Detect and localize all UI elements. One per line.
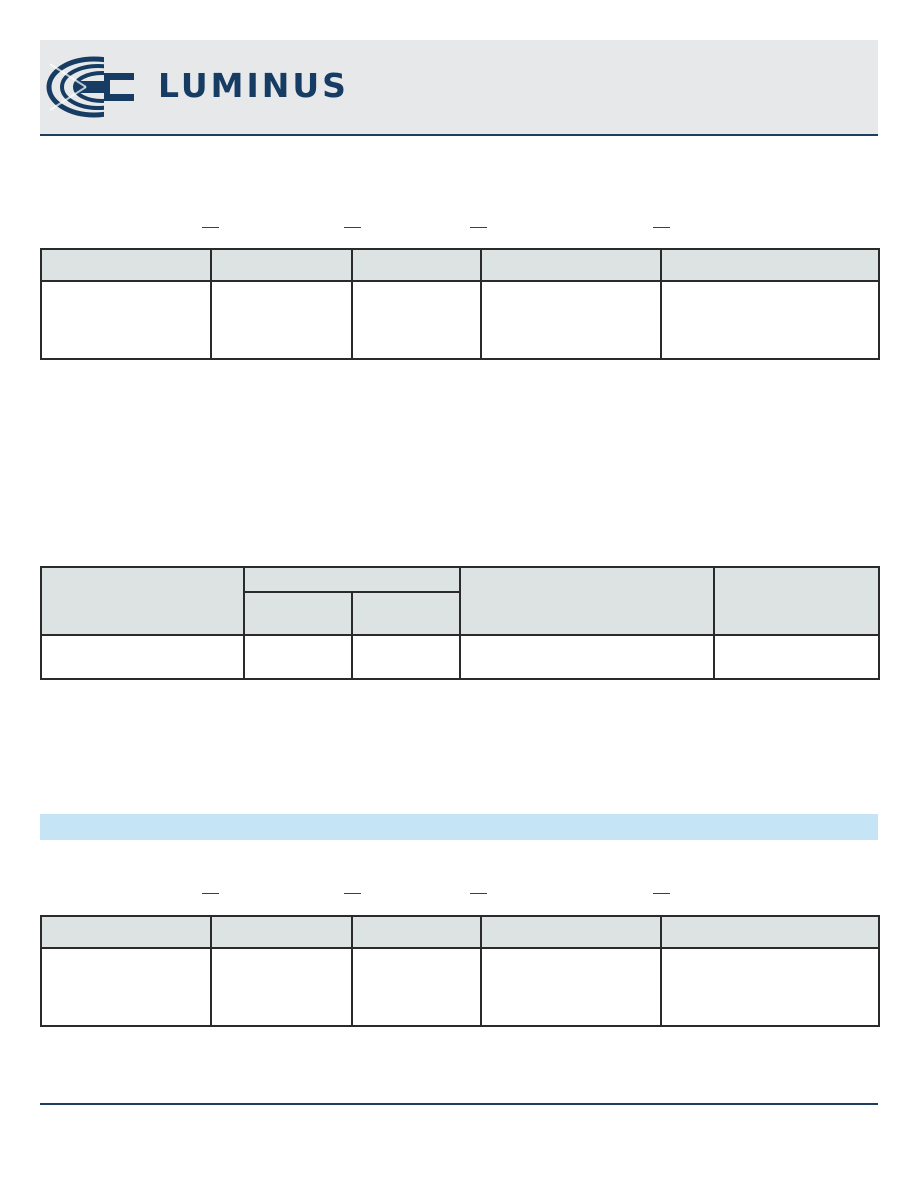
luminus-logo: LUMINUS	[46, 56, 406, 118]
data-cell	[459, 634, 715, 680]
data-cell	[351, 634, 461, 680]
header-cell	[210, 248, 353, 282]
data-cell	[480, 280, 662, 360]
data-cell	[40, 634, 245, 680]
data-cell	[351, 947, 482, 1027]
spec-table-2	[40, 566, 880, 680]
header-cell	[40, 248, 212, 282]
data-cell	[210, 280, 353, 360]
data-cell	[351, 280, 482, 360]
marker	[344, 893, 361, 894]
header-cell	[660, 915, 880, 949]
header-cell	[40, 915, 212, 949]
spec-table-1	[40, 248, 880, 360]
header-group-cell	[243, 566, 461, 593]
header-cell	[713, 566, 880, 636]
subheader-cell	[243, 591, 353, 636]
data-cell	[40, 947, 212, 1027]
section-heading-bar	[40, 814, 878, 840]
header-cell	[210, 915, 353, 949]
marker	[202, 893, 219, 894]
header-cell	[459, 566, 715, 636]
data-cell	[660, 947, 880, 1027]
data-cell	[210, 947, 353, 1027]
data-cell	[40, 280, 212, 360]
header-cell	[480, 248, 662, 282]
page-header: LUMINUS	[40, 40, 878, 136]
marker	[202, 227, 219, 228]
header-cell	[40, 566, 245, 636]
header-cell	[351, 915, 482, 949]
column-marker-row-1	[0, 227, 918, 237]
marker	[653, 227, 670, 228]
data-cell	[243, 634, 353, 680]
footer-rule	[40, 1103, 878, 1105]
subheader-cell	[351, 591, 461, 636]
marker	[470, 893, 487, 894]
data-cell	[480, 947, 662, 1027]
column-marker-row-2	[0, 893, 918, 903]
data-cell	[713, 634, 880, 680]
header-cell	[480, 915, 662, 949]
luminus-swoosh-logo-icon	[46, 56, 156, 118]
marker	[470, 227, 487, 228]
marker	[653, 893, 670, 894]
header-cell	[660, 248, 880, 282]
spec-table-3	[40, 915, 880, 1027]
header-cell	[351, 248, 482, 282]
marker	[344, 227, 361, 228]
brand-wordmark: LUMINUS	[158, 66, 349, 105]
data-cell	[660, 280, 880, 360]
